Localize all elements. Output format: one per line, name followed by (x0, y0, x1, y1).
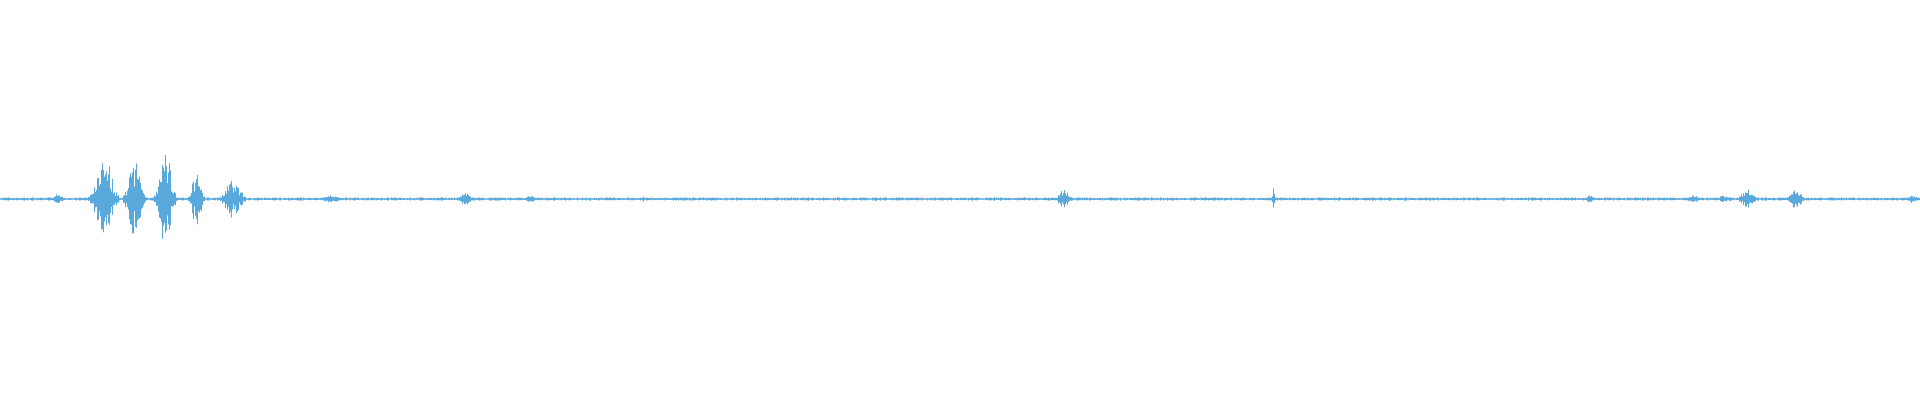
waveform-samples (0, 154, 1920, 239)
